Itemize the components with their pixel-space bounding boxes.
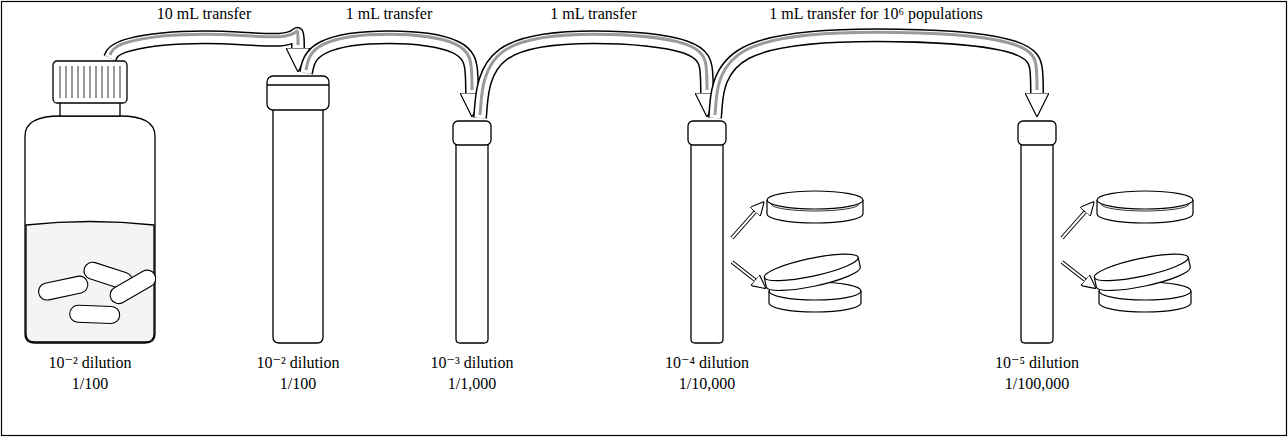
arrow-body [306, 37, 472, 93]
arrow-outline [480, 37, 707, 118]
plate-arrow [1062, 262, 1085, 280]
arrow-shade [480, 34, 707, 115]
transfer-label: 1 mL transfer [547, 4, 639, 24]
test-tube [685, 120, 729, 345]
arrow-shade [110, 31, 298, 55]
plate-arrow [732, 262, 755, 280]
dilution-label: 10⁻⁴ dilution [660, 353, 754, 372]
arrow-body [480, 37, 707, 118]
dilution-label: 10⁻² dilution [15, 353, 165, 372]
dilution-ratio: 1/100 [251, 374, 344, 393]
plate-pair [1062, 191, 1193, 312]
arrow-shade [306, 34, 472, 90]
petri-plate [1097, 191, 1193, 223]
plate-pair [732, 191, 863, 312]
dilution-vessel: 10⁻² dilution 1/100 [251, 75, 344, 393]
dilution-ratio: 1/100 [15, 374, 165, 393]
transfer-label: 1 mL transfer for 10⁶ populations [766, 4, 985, 24]
test-tube [450, 120, 494, 345]
stock-bottle [15, 60, 165, 345]
dilution-ratio: 1/100,000 [990, 374, 1084, 393]
test-tube [1015, 120, 1059, 345]
dilution-vessel: 10⁻³ dilution 1/1,000 [425, 120, 518, 393]
arrow-shade [715, 32, 1037, 115]
dilution-vessel: 10⁻⁴ dilution 1/10,000 [660, 120, 754, 393]
dilution-ratio: 1/10,000 [660, 374, 754, 393]
petri-plate [767, 191, 863, 223]
arrow-outline [715, 35, 1037, 118]
dilution-label: 10⁻⁵ dilution [990, 353, 1084, 372]
plate-arrow [732, 262, 755, 280]
petri-plate [1092, 249, 1192, 312]
transfer-label: 10 mL transfer [154, 4, 254, 24]
dilution-label: 10⁻² dilution [251, 353, 344, 372]
dilution-vessel: 10⁻⁵ dilution 1/100,000 [990, 120, 1084, 393]
transfer-label: 1 mL transfer [343, 4, 435, 24]
plate-arrow [1062, 212, 1085, 238]
arrow-outline [306, 37, 472, 93]
transfer-arrow [480, 34, 707, 118]
transfer-arrow [715, 32, 1037, 118]
plate-arrow [1062, 262, 1085, 280]
plate-arrow [732, 212, 755, 238]
dilution-ratio: 1/1,000 [425, 374, 518, 393]
petri-plate [762, 249, 862, 312]
dilution-vessel: 10⁻² dilution 1/100 [15, 60, 165, 393]
plate-arrow [1062, 212, 1085, 238]
arrow-body [715, 35, 1037, 118]
test-tube [263, 75, 333, 345]
dilution-label: 10⁻³ dilution [425, 353, 518, 372]
transfer-arrow [306, 34, 472, 93]
plate-arrow [732, 212, 755, 238]
transfer-arrow [110, 31, 298, 58]
